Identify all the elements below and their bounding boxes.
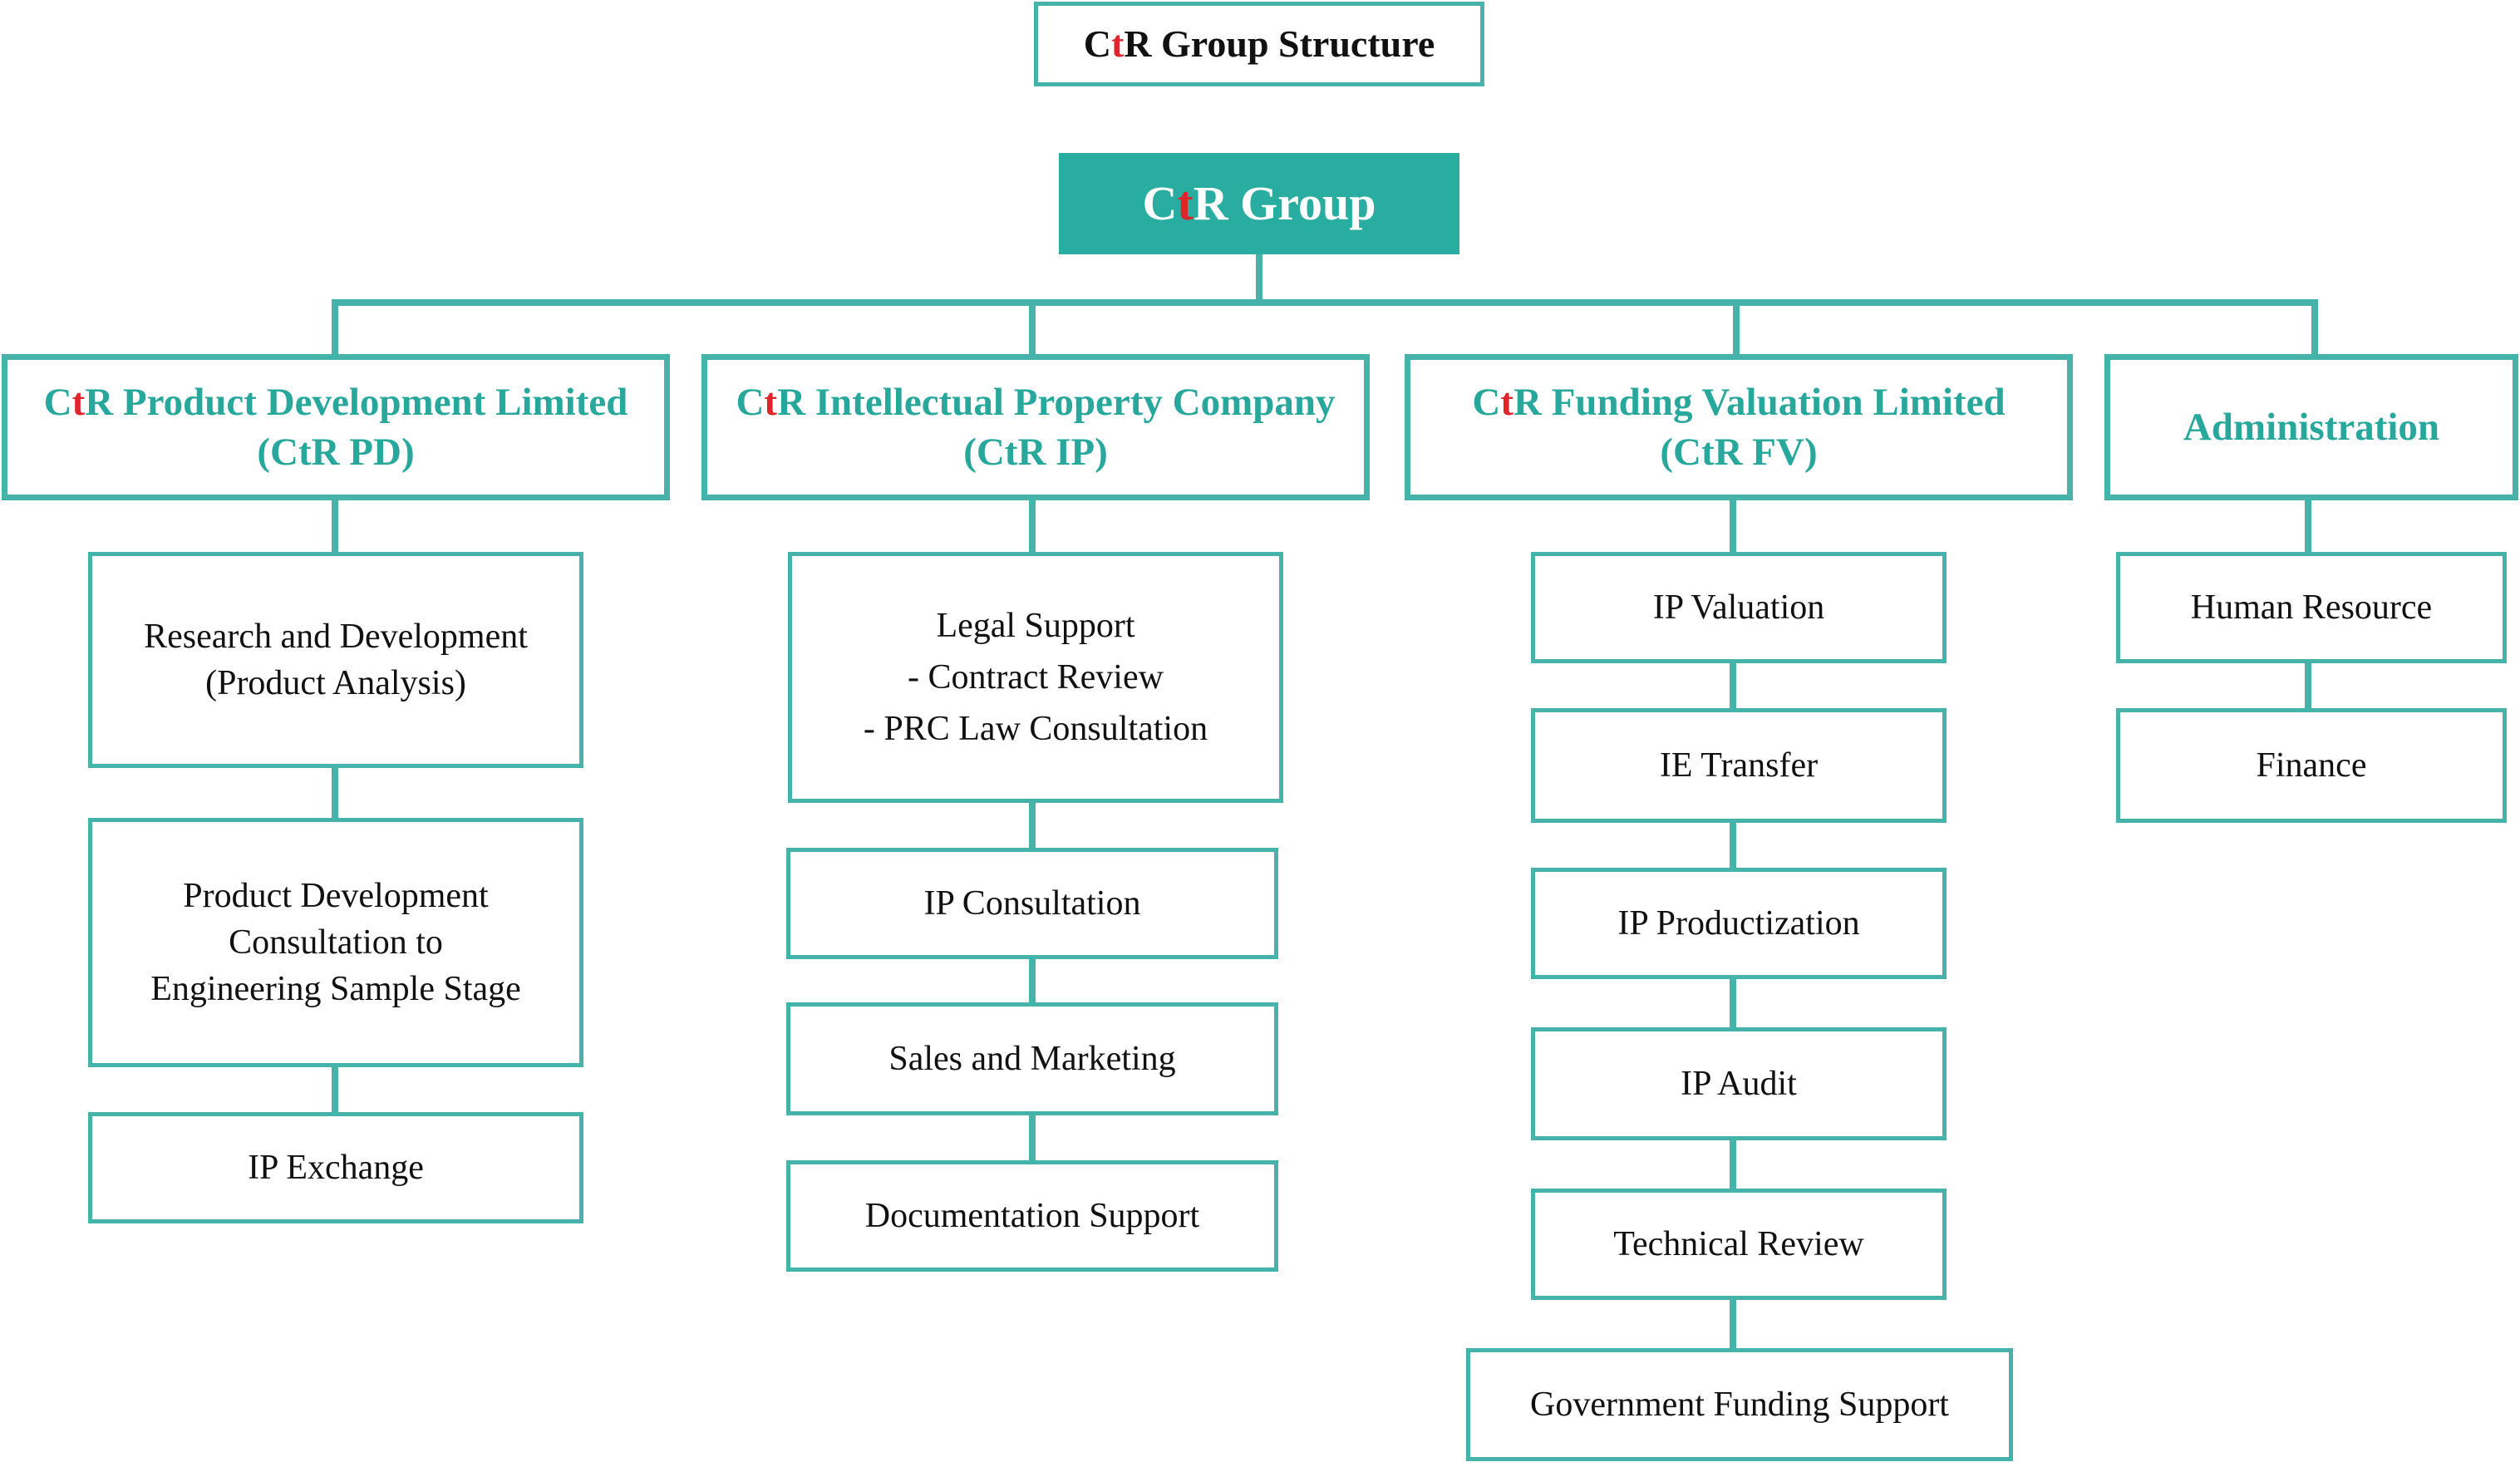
title-text: C	[1083, 22, 1111, 65]
unit-ip-productization: IP Productization	[1531, 868, 1947, 979]
connector-root-down	[1256, 253, 1262, 304]
unit-line: Technical Review	[1613, 1225, 1864, 1263]
unit-finance: Finance	[2116, 708, 2507, 823]
dept-ctr-product-development: CtR Product Development Limited (CtR PD)	[2, 354, 670, 500]
unit-line: (Product Analysis)	[205, 664, 466, 702]
connector	[332, 499, 338, 555]
dept-administration: Administration	[2104, 354, 2518, 500]
unit-human-resource: Human Resource	[2116, 552, 2507, 663]
unit-line: IP Valuation	[1652, 588, 1825, 627]
title-text-rest: R Group Structure	[1124, 22, 1435, 65]
unit-ip-audit: IP Audit	[1531, 1027, 1947, 1140]
dept-label-rest: R Product Development Limited	[85, 381, 628, 424]
unit-line: Consultation to	[229, 923, 443, 962]
connector	[1730, 820, 1736, 871]
unit-line: - PRC Law Consultation	[863, 710, 1208, 748]
dept-label: Administration	[2183, 406, 2440, 449]
unit-research-and-development: Research and Development (Product Analys…	[88, 552, 583, 768]
connector	[2305, 499, 2311, 555]
connector-horizontal-bus	[332, 299, 2318, 306]
page-title: CtR Group Structure	[1034, 2, 1484, 86]
unit-line: Government Funding Support	[1530, 1386, 1949, 1424]
unit-line: Documentation Support	[864, 1197, 1200, 1235]
connector-to-dept-fv	[1733, 299, 1740, 356]
unit-ip-exchange: IP Exchange	[88, 1112, 583, 1223]
unit-ip-valuation: IP Valuation	[1531, 552, 1947, 663]
dept-accent: t	[764, 381, 778, 424]
connector	[1730, 1137, 1736, 1192]
unit-line: Research and Development	[144, 618, 528, 656]
dept-label-rest: R Intellectual Property Company	[777, 381, 1336, 424]
dept-label: C	[1472, 381, 1501, 424]
unit-legal-support: Legal Support - Contract Review - PRC La…	[788, 552, 1283, 803]
unit-line: IP Exchange	[248, 1149, 424, 1187]
dept-accent: t	[71, 381, 86, 424]
unit-ip-consultation: IP Consultation	[786, 848, 1278, 959]
connector	[2305, 660, 2311, 711]
connector	[1029, 499, 1036, 555]
connector	[332, 765, 338, 821]
connector	[1730, 1297, 1736, 1351]
root-label: C	[1142, 176, 1178, 230]
connector	[332, 1064, 338, 1115]
connector-to-dept-pd	[332, 299, 338, 356]
unit-line: IP Consultation	[923, 884, 1141, 923]
root-accent: t	[1177, 176, 1194, 230]
dept-abbreviation: (CtR PD)	[257, 431, 415, 474]
unit-technical-review: Technical Review	[1531, 1189, 1947, 1300]
unit-ie-transfer: IE Transfer	[1531, 708, 1947, 823]
connector-to-dept-ip	[1029, 299, 1036, 356]
title-accent: t	[1110, 22, 1125, 65]
root-node-ctr-group: CtR Group	[1059, 153, 1459, 254]
dept-ctr-funding-valuation: CtR Funding Valuation Limited (CtR FV)	[1405, 354, 2073, 500]
unit-line: IE Transfer	[1659, 746, 1819, 785]
unit-sales-and-marketing: Sales and Marketing	[786, 1002, 1278, 1115]
dept-label-rest: R Funding Valuation Limited	[1513, 381, 2006, 424]
unit-government-funding-support: Government Funding Support	[1466, 1348, 2013, 1461]
unit-documentation-support: Documentation Support	[786, 1160, 1278, 1272]
unit-line: IP Productization	[1617, 904, 1860, 943]
unit-line: Sales and Marketing	[888, 1040, 1176, 1078]
unit-line: Finance	[2256, 746, 2367, 785]
unit-line: Human Resource	[2190, 588, 2433, 627]
dept-label: C	[736, 381, 765, 424]
connector-to-dept-admin	[2311, 299, 2318, 356]
dept-label: C	[43, 381, 72, 424]
connector	[1730, 660, 1736, 711]
dept-ctr-intellectual-property: CtR Intellectual Property Company (CtR I…	[701, 354, 1370, 500]
unit-line: Engineering Sample Stage	[150, 970, 521, 1008]
unit-line: Legal Support	[936, 607, 1135, 645]
unit-product-development-consultation: Product Development Consultation to Engi…	[88, 818, 583, 1067]
dept-abbreviation: (CtR FV)	[1660, 431, 1818, 474]
connector	[1730, 976, 1736, 1031]
dept-abbreviation: (CtR IP)	[963, 431, 1108, 474]
unit-line: IP Audit	[1681, 1065, 1797, 1103]
unit-line: Product Development	[183, 877, 489, 915]
unit-line: - Contract Review	[908, 658, 1164, 697]
connector	[1730, 499, 1736, 555]
dept-accent: t	[1500, 381, 1513, 424]
connector	[1029, 956, 1036, 1006]
connector	[1029, 1112, 1036, 1164]
connector	[1029, 800, 1036, 851]
root-label-rest: R Group	[1193, 176, 1376, 230]
